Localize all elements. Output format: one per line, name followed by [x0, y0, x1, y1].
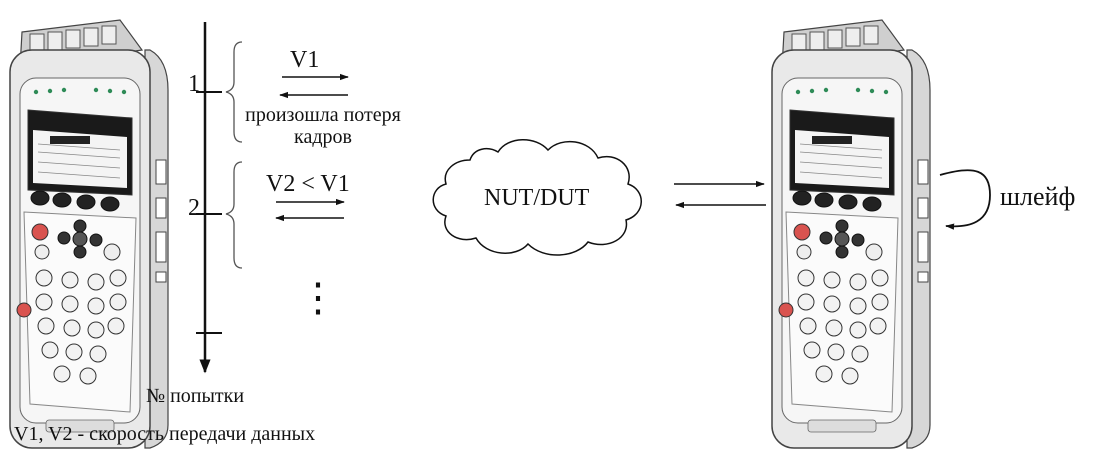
attempt1-rate-label: V1: [290, 47, 320, 73]
left-tester-device: [9, 19, 169, 449]
right-tester-device: [771, 19, 931, 449]
loopback-arrow: [939, 169, 991, 230]
attempts-ellipsis: ⋮: [298, 275, 338, 320]
attempt2-brace: [225, 161, 243, 269]
loopback-label: шлейф: [1000, 182, 1076, 211]
network-cloud-label: NUT/DUT: [484, 185, 590, 211]
attempt1-brace: [225, 41, 243, 143]
attempt-axis-label: № попытки: [146, 385, 245, 407]
attempt1-loss-note-line2: кадров: [294, 126, 352, 148]
attempt2-rate-label: V2 < V1: [266, 171, 350, 197]
legend-text: V1, V2 - скорость передачи данных: [14, 423, 316, 445]
network-cloud: [432, 139, 642, 256]
attempt-number-1: 1: [188, 71, 200, 97]
attempt1-loss-note-line1: произошла потеря: [245, 104, 401, 126]
attempt-number-2: 2: [188, 195, 200, 221]
